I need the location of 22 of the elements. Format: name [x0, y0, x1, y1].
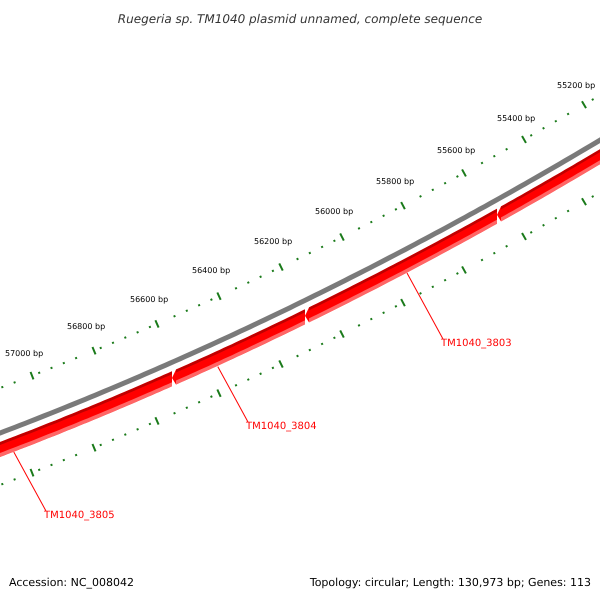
tick-label: 56200 bp [254, 236, 292, 248]
tick-label: 57000 bp [5, 348, 44, 360]
leader-line [406, 272, 444, 340]
tick-label: 56000 bp [315, 206, 354, 218]
gene-segment [172, 309, 305, 384]
tick-label: 55200 bp [557, 80, 596, 92]
accession-text: Accession: NC_008042 [9, 575, 134, 591]
gene-label: TM1040_3803 [441, 339, 512, 349]
tick-label: 56800 bp [67, 321, 106, 333]
leader-line [13, 452, 46, 512]
gene-label: TM1040_3804 [246, 422, 317, 432]
tick-label: 55800 bp [376, 176, 414, 188]
gene-segment [305, 208, 497, 322]
tick-label: 56600 bp [130, 294, 168, 306]
gene-segment [0, 371, 172, 457]
tick-label: 55400 bp [497, 113, 536, 125]
sequence-info-text: Topology: circular; Length: 130,973 bp; Genes: 113 [310, 575, 591, 591]
title: Ruegeria sp. TM1040 plasmid unnamed, complete sequence [116, 11, 484, 28]
leader-line [217, 366, 248, 422]
gene-label: TM1040_3805 [44, 511, 115, 521]
tick-label: 56400 bp [192, 265, 230, 277]
tick-label: 55600 bp [437, 145, 476, 157]
